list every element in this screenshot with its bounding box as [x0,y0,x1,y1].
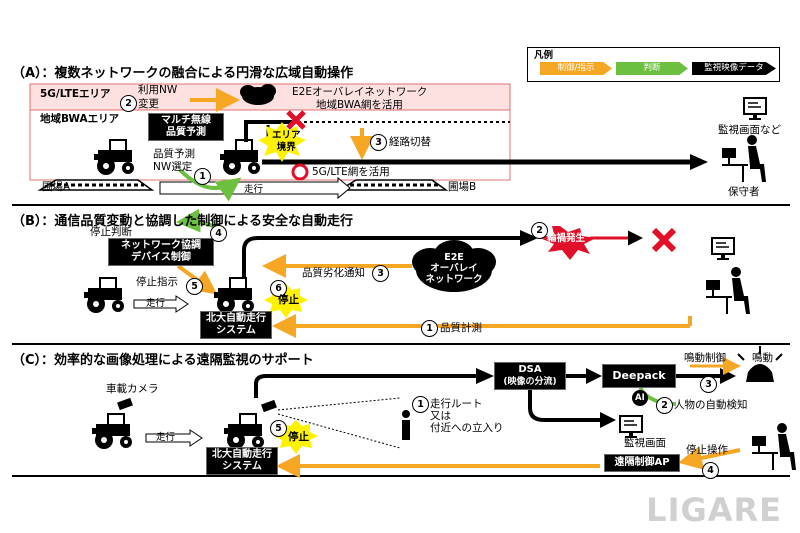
section-c-title: （C）：効率的な画像処理による遠隔監視のサポート [12,353,314,368]
legend-control-arrow: 制御/指示 [540,62,612,75]
step-2-b: 2 [531,222,548,239]
drive-label-a: 走行 [244,184,264,195]
step-2-c: 2 [656,397,673,414]
camera-label: 車載カメラ [106,383,159,395]
drive-label-c: 走行 [156,432,176,443]
dsa-box: DSA(映像の分流) [494,362,566,390]
legend-title: 凡例 [534,50,554,61]
quality-measure-label: 品質計測 [440,322,482,334]
area-bwa-label: 地域BWAエリア [40,113,120,125]
step2-change-label: 変更 [138,98,159,110]
legend-judgment-arrow: 判断 [616,62,688,75]
person-detect-label: 人物の自動検知 [674,399,748,411]
ai-badge: AI [635,393,645,403]
autonomous-system-box-c: 北大自動走行システム [206,447,278,475]
monitor-screen-label-c: 監視画面 [624,437,666,449]
section-b-title: （B）：通信品質変動と協調した制御による安全な自動走行 [12,214,354,229]
step-1-c: 1 [412,396,429,413]
step-2-a: 2 [120,95,137,112]
drive-arrow-b [133,295,189,313]
nw-device-control-box: ネットワーク協調デバイス制御 [108,238,214,266]
step-3-a: 3 [370,134,387,151]
stop-label-b: 停止 [278,294,299,306]
alarm-siren [746,364,774,382]
accident-label: 輪禍発生 [547,233,586,244]
e2e-overlay-label: E2Eオーバレイネットワーク [292,86,428,98]
stop-judge-label: 停止判断 [90,226,132,238]
alarm-ctrl-label: 鳴動制御 [684,352,726,364]
degrade-notify-label: 品質劣化通知 [302,267,365,279]
stop-label-c: 停止 [288,431,309,443]
step-5-c: 5 [270,420,287,437]
step-3-c: 3 [700,376,717,393]
field-a-label: 圃場A [42,181,71,193]
bwa-use-label: 地域BWA網を活用 [316,99,403,111]
step-3-b: 3 [372,265,389,282]
boundary-label: エリア境界 [272,130,301,153]
area-boundary-burst [258,122,306,162]
alarm-label: 鳴動 [752,352,773,364]
autonomous-system-box-b: 北大自動走行システム [200,311,272,339]
drive-arrow-c [145,429,203,447]
operator-label: 保守者 [728,186,760,198]
nw-select-label: NW選定 [153,161,193,173]
deepack-box: Deepack [602,364,676,388]
section-a-title: （A）：複数ネットワークの融合による円滑な広域自動操作 [12,66,354,81]
monitor-screen-label-a: 監視画面など [718,124,781,136]
step-1-a: 1 [194,168,211,185]
5g-handover-circle [291,163,309,181]
step-5-b: 5 [186,278,203,295]
use-5g-label: 5G/LTE網を活用 [312,166,390,178]
area-5g-label: 5G/LTEエリア [40,88,111,100]
multi-radio-box: マルチ無線品質予測 [148,113,224,141]
step-4-b: 4 [210,225,227,242]
step-4-c: 4 [702,462,719,479]
quality-predict-label: 品質予測 [153,148,195,160]
step2-nw-label: 利用NW [138,84,178,96]
legend-video-arrow: 監視映像データ [692,62,776,75]
route-intrusion-label: 走行ルート又は付近への立入り [430,398,504,434]
drive-label-b: 走行 [146,298,166,309]
stop-op-label: 停止操作 [686,444,728,456]
field-b-label: 圃場B [448,181,477,193]
route-switch-label: 経路切替 [389,136,431,148]
ligare-watermark: LIGARE [646,491,782,529]
remote-control-ap-box: 遠隔制御AP [604,454,680,472]
stop-instr-label: 停止指示 [136,276,178,288]
step-6-b: 6 [270,280,287,297]
accident-burst [540,226,596,260]
step-1-b: 1 [421,320,438,337]
